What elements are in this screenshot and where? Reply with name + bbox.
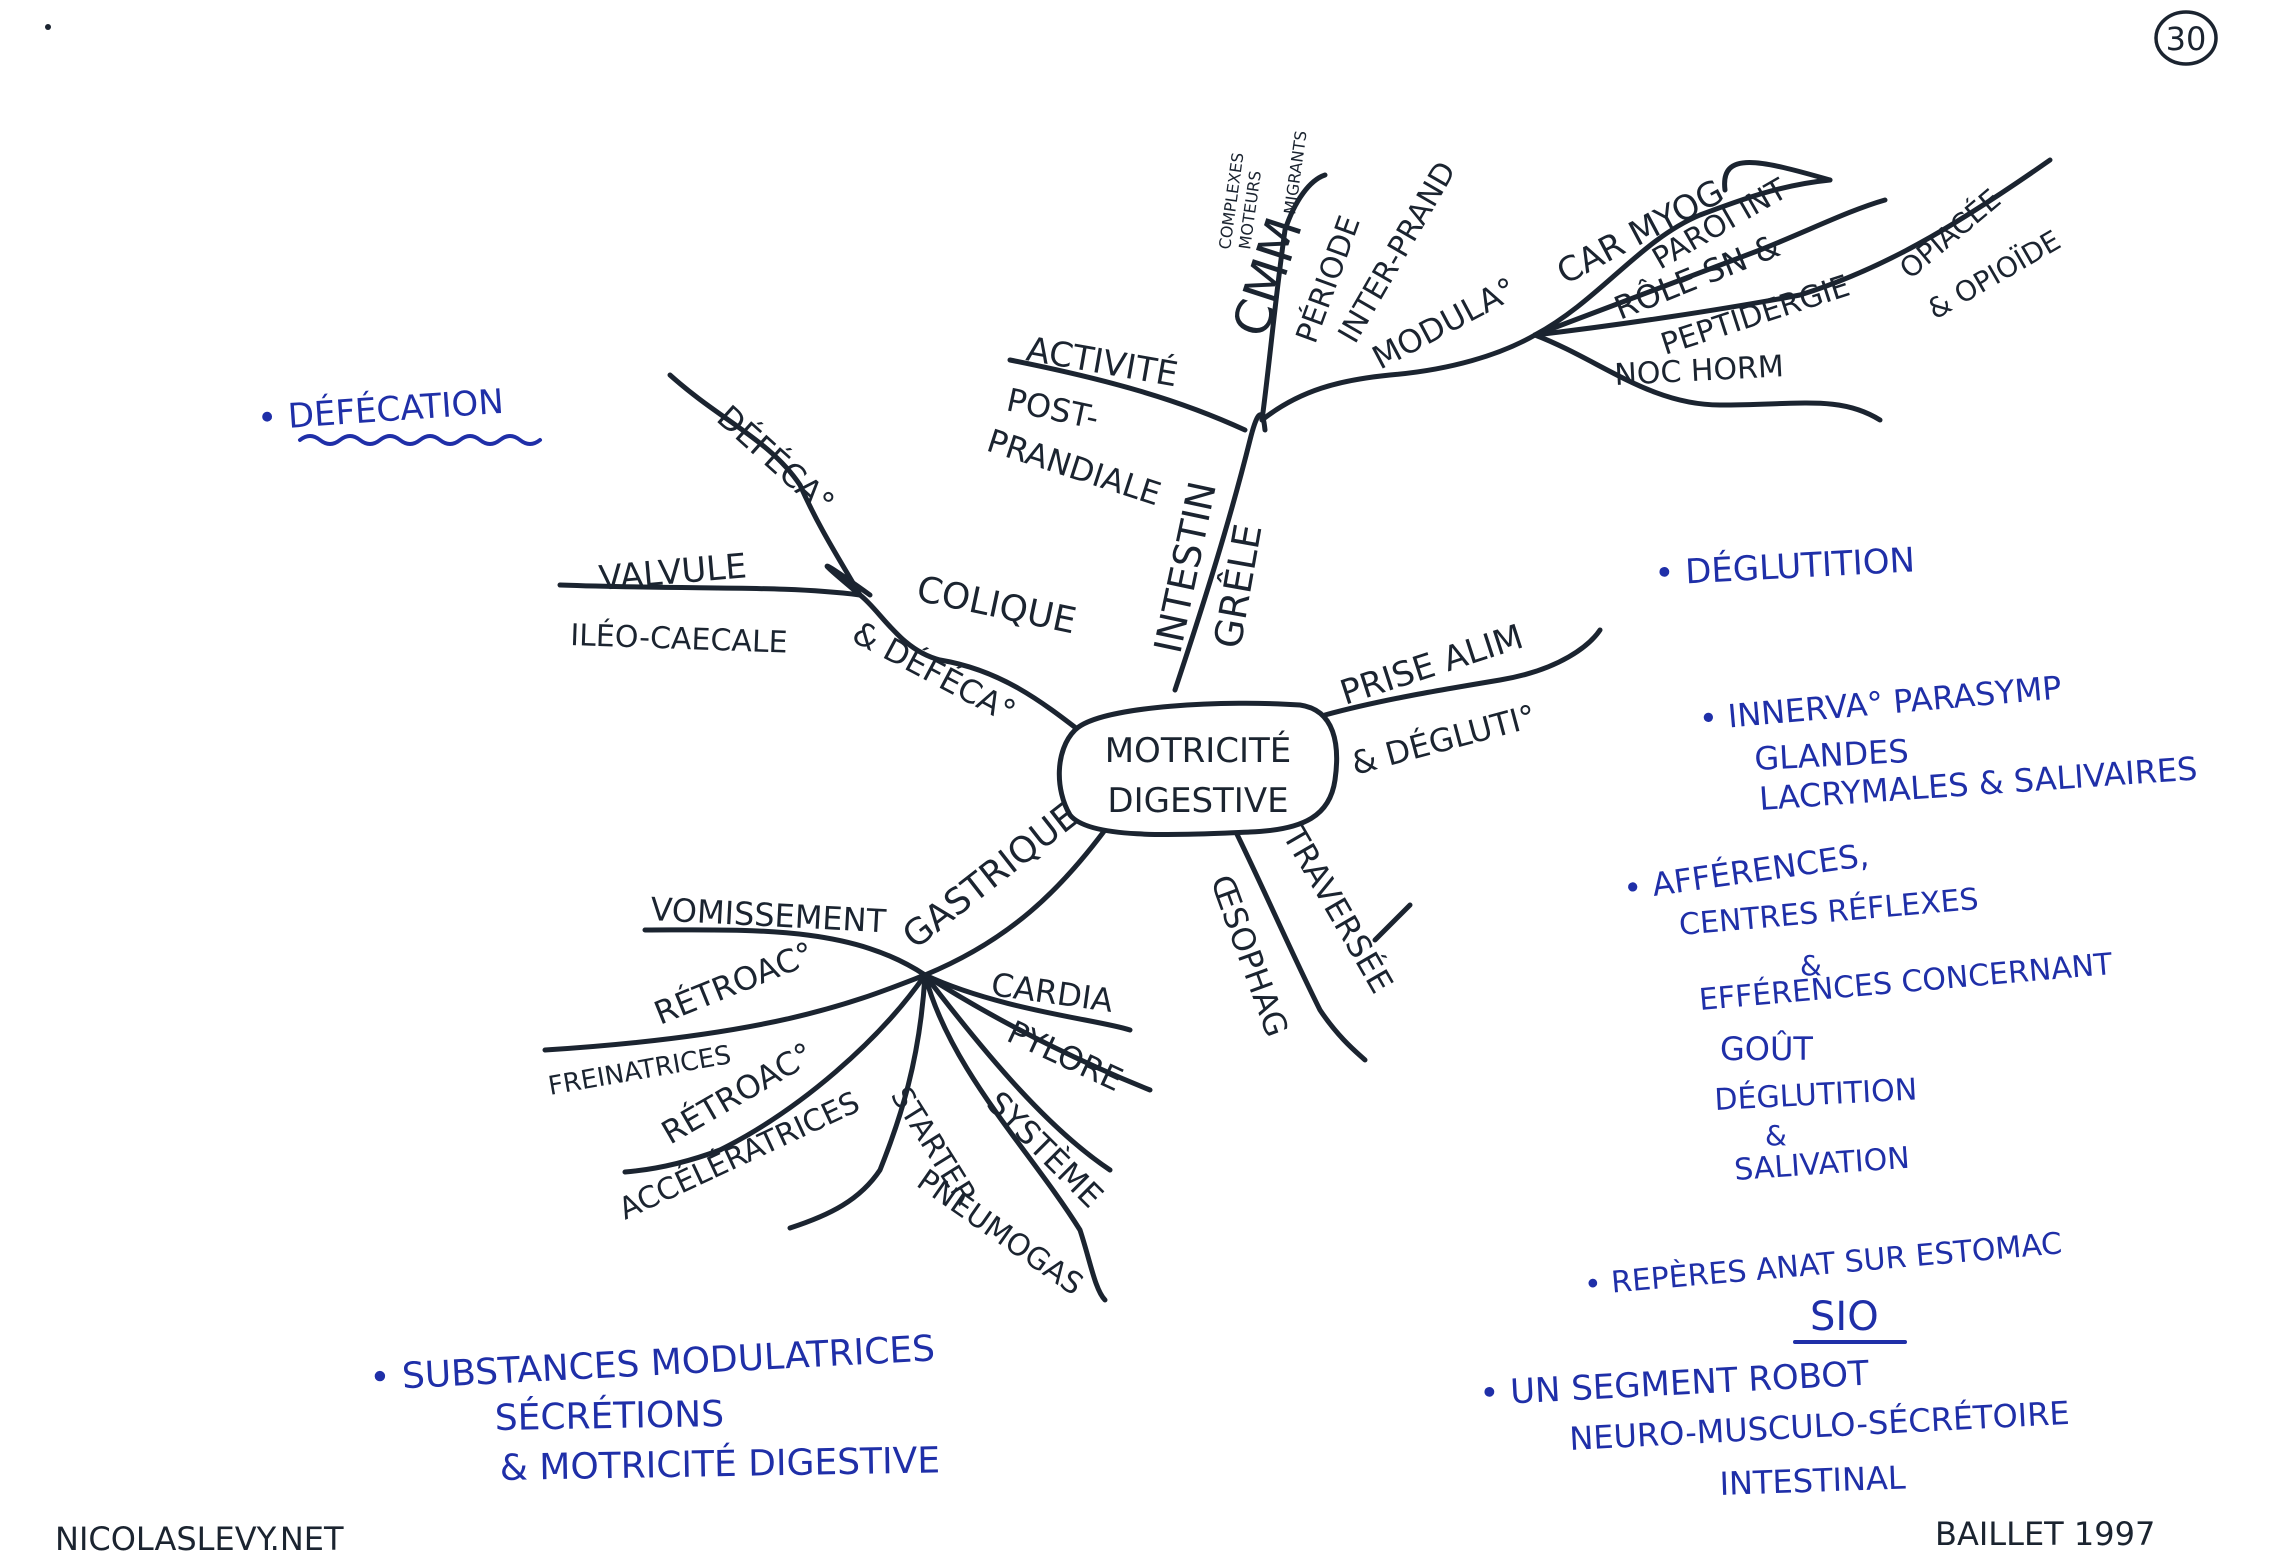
center-title-line1: MOTRICITÉ xyxy=(1105,730,1292,771)
label-vomissement: VOMISSEMENT xyxy=(650,890,888,940)
note-aff-3: & xyxy=(1800,949,1822,982)
note-segment-1: • UN SEGMENT ROBOT xyxy=(1478,1354,1870,1414)
note-segment-3: INTESTINAL xyxy=(1719,1459,1906,1503)
underline-defecation xyxy=(298,434,542,446)
note-substances-1: • SUBSTANCES MODULATRICES xyxy=(368,1328,936,1399)
branch-lines xyxy=(542,157,2053,1303)
note-aff-4: EFFÉRENCES CONCERNANT xyxy=(1698,946,2115,1018)
branch-defeca xyxy=(667,372,863,598)
note-deglutition: • DÉGLUTITION xyxy=(1653,539,1916,594)
note-sio: SIO xyxy=(1810,1294,1879,1340)
branch-myod-tail xyxy=(1722,160,1833,193)
note-aff-8: SALIVATION xyxy=(1733,1141,1911,1188)
branch-valvule xyxy=(557,582,863,598)
label-cmm-note3: MIGRANTS xyxy=(1280,129,1311,215)
note-substances-2: SÉCRÉTIONS xyxy=(494,1393,724,1439)
label-activite: ACTIVITÉ xyxy=(1023,328,1181,395)
branch-colique xyxy=(824,563,1088,738)
label-systeme: SYSTÈME xyxy=(979,1084,1110,1215)
branch-paroi-int xyxy=(1532,197,1888,338)
label-traversee: TRAVERSÉE xyxy=(1275,819,1401,999)
branch-car-myod xyxy=(1532,177,1833,338)
label-valvule: VALVULE xyxy=(597,546,748,599)
label-cardia: CARDIA xyxy=(989,965,1116,1020)
notes-right: • DÉGLUTITION • INNERVA° PARASYMP GLANDE… xyxy=(1478,539,2198,1503)
branch-modulation xyxy=(1259,332,1538,423)
note-aff-5: GOÛT xyxy=(1720,1029,1813,1068)
label-deglutition-branch: & DÉGLUTI° xyxy=(1347,697,1540,783)
label-noc-horm: NOC HORM xyxy=(1614,349,1785,393)
note-innerva-2: GLANDES xyxy=(1753,732,1909,778)
label-defecation-branch: DÉFÉCA° xyxy=(710,398,842,522)
label-grele: GRÊLE xyxy=(1206,521,1271,652)
label-ileo-caecale: ILÉO-CAECALE xyxy=(570,617,788,661)
note-aff-7: & xyxy=(1765,1119,1787,1152)
branch-systeme xyxy=(922,972,1113,1173)
branch-intestin-grele xyxy=(1172,412,1268,693)
branch-cardia xyxy=(922,972,1133,1033)
label-prandiale: PRANDIALE xyxy=(983,421,1166,513)
note-reperes: • REPÈRES ANAT SUR ESTOMAC xyxy=(1583,1225,2064,1303)
note-defecation: • DÉFÉCATION xyxy=(256,381,505,439)
branch-vomissement xyxy=(642,927,928,978)
branch-pneumogas xyxy=(922,972,1108,1303)
note-innerva-1: • INNERVA° PARASYMP xyxy=(1697,668,2063,738)
branch-gastrique xyxy=(922,827,1108,978)
note-aff-6: DÉGLUTITION xyxy=(1714,1071,1918,1118)
footer-website: NICOLASLEVY.NET xyxy=(55,1520,344,1558)
note-substances-3: & MOTRICITÉ DIGESTIVE xyxy=(499,1439,940,1489)
branch-cmm xyxy=(1259,172,1328,423)
branch-pylore xyxy=(922,972,1153,1093)
branch-retroac-frein xyxy=(542,972,928,1053)
ink-dot xyxy=(45,24,51,30)
center-node: MOTRICITÉ DIGESTIVE xyxy=(1056,700,1340,838)
page-number-badge: 30 xyxy=(2154,10,2218,66)
center-title-line2: DIGESTIVE xyxy=(1107,781,1288,821)
center-box-outline xyxy=(1056,700,1340,838)
branch-prise-alim xyxy=(1322,627,1603,718)
label-gastrique: GASTRIQUE xyxy=(895,795,1086,957)
branch-oesophage xyxy=(1227,817,1368,1063)
branch-retroac-accel xyxy=(622,972,928,1175)
label-defeca-link: & DÉFÉCA° xyxy=(846,614,1022,732)
branch-noc-horm xyxy=(1532,332,1883,423)
page-number: 30 xyxy=(2166,20,2207,58)
branch-peptide xyxy=(1532,157,2053,338)
footer-author-year: BAILLET 1997 xyxy=(1935,1515,2155,1553)
branch-oesophage-tick xyxy=(1372,902,1413,943)
label-colique: COLIQUE xyxy=(913,569,1080,643)
label-oesophag: ŒSOPHAG xyxy=(1202,870,1296,1042)
label-prise-alim: PRISE ALIM xyxy=(1335,617,1528,714)
branch-activite xyxy=(1007,357,1248,433)
branch-starter xyxy=(787,972,928,1231)
